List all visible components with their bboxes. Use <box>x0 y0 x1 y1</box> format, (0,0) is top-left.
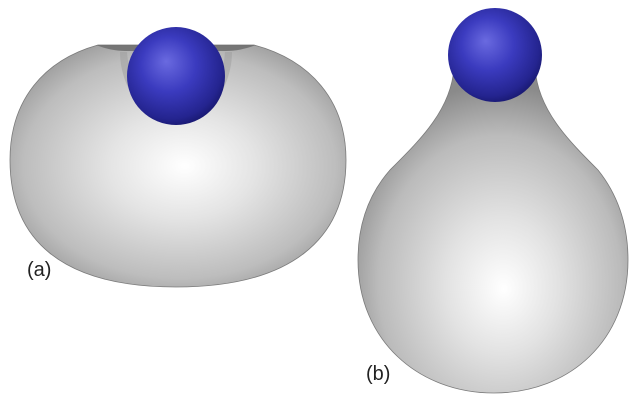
vesicle-a <box>9 44 347 288</box>
vesicle-b <box>357 67 629 394</box>
panel-b-label: (b) <box>366 363 390 385</box>
panel-b: (b) <box>357 8 629 394</box>
panel-a-label: (a) <box>27 259 51 281</box>
particle-b <box>448 8 542 102</box>
particle-a <box>127 27 225 125</box>
panel-a: (a) <box>9 27 347 288</box>
